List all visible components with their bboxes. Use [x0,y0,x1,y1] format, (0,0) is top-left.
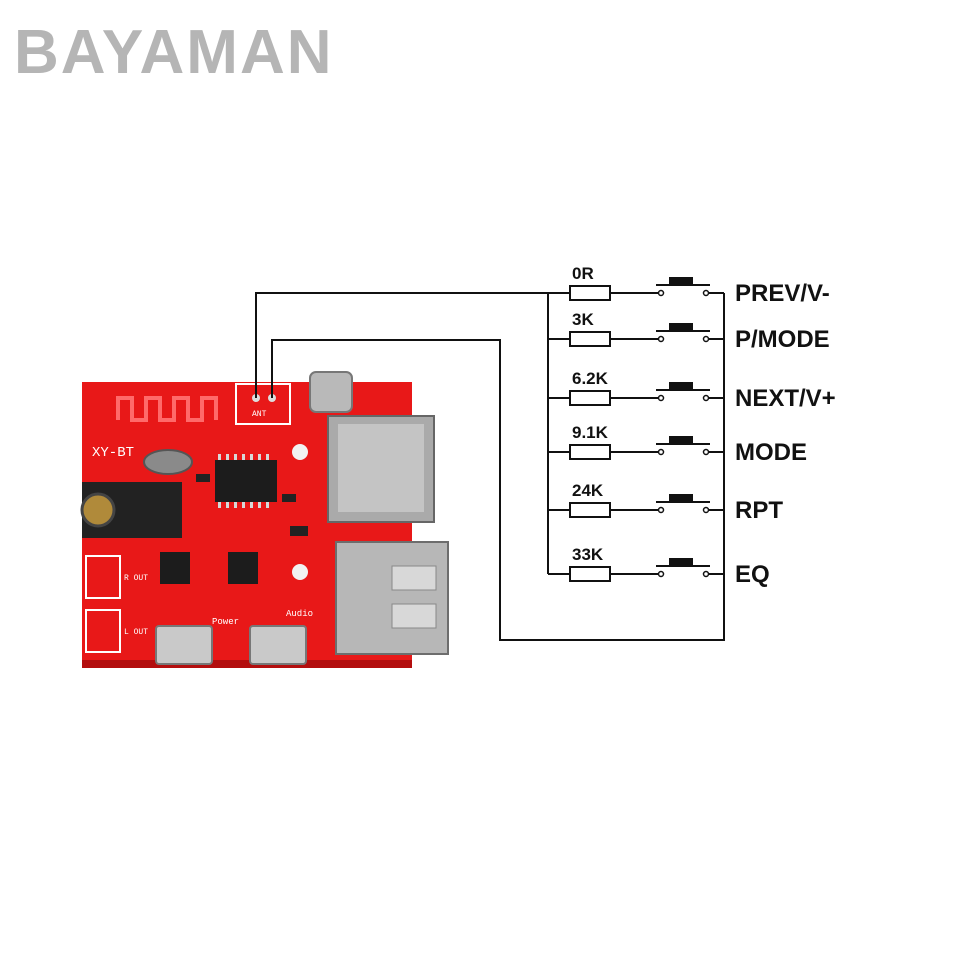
wire-antenna-pin2 [271,293,725,641]
button-function-label: P/MODE [735,326,830,353]
amp-chip-right [228,552,258,584]
row-2: 3K P/MODE [548,310,830,353]
resistor [569,331,611,347]
pcb-silk-power: Power [212,617,239,627]
led-indicator-2 [292,564,308,580]
pcb-silk-audio: Audio [286,609,313,619]
antenna-connector-pad [235,383,291,425]
resistor-value-label: 24K [572,481,604,500]
button-contact-right [702,289,710,297]
antenna-trace [116,396,218,422]
pcb-shadow-edge [82,660,412,668]
resistor-value-label: 0R [572,264,594,283]
micro-usb-power [155,625,213,665]
button-contact-left [657,394,665,402]
button-cap [669,277,693,285]
button-function-label: MODE [735,439,807,466]
button-contact-left [657,570,665,578]
button-function-label: RPT [735,497,783,524]
l-out-connector [85,609,121,653]
resistor [569,444,611,460]
resistor-value-label: 6.2K [572,369,609,388]
r-out-connector [85,555,121,599]
tf-card-slot-inner [338,424,424,512]
row-1: 0R PREV/V- [548,264,830,307]
main-ic-chip [215,460,277,502]
button-function-label: EQ [735,561,770,588]
resistor [569,285,611,301]
audio-jack-hole [80,492,116,528]
pcb-silk-ant: ANT [252,410,267,419]
usb-a-port-slot-top [391,565,437,591]
resistor-value-label: 33K [572,545,604,564]
pcb-silk-r-out: R OUT [124,574,148,583]
button-function-label: NEXT/V+ [735,385,836,412]
pcb-board: ANT XY-BT [80,371,449,668]
pcb-model-label: XY-BT [92,445,134,461]
capacitor-1 [290,526,308,536]
capacitor-3 [282,494,296,502]
micro-usb-audio [249,625,307,665]
button-contact-left [657,448,665,456]
pcb-silk-l-out: L OUT [124,628,148,637]
button-contact-left [657,335,665,343]
resistor-value-label: 9.1K [572,423,609,442]
usb-a-port [335,541,449,655]
button-contact-right [702,335,710,343]
led-indicator-1 [292,444,308,460]
button-contact-right [702,506,710,514]
shield-can [309,371,353,413]
resistor [569,566,611,582]
wire-antenna-pin1 [255,292,548,398]
button-contact-right [702,394,710,402]
main-ic-pins [218,454,269,508]
resistor-value-label: 3K [572,310,594,329]
row-5: 24K RPT [548,481,783,524]
row-6: 33K EQ [548,545,770,588]
button-contact-right [702,448,710,456]
amp-chip-left [160,552,190,584]
button-contact-left [657,289,665,297]
capacitor-2 [196,474,210,482]
row-4: 9.1K MODE [548,423,807,466]
button-cap [669,323,693,331]
button-cap [669,558,693,566]
crystal-oscillator [143,449,193,475]
resistor [569,390,611,406]
button-function-label: PREV/V- [735,280,830,307]
brand-watermark: BAYAMAN [14,18,334,87]
row-3: 6.2K NEXT/V+ [548,369,836,412]
button-contact-right [702,570,710,578]
resistor [569,502,611,518]
button-contact-left [657,506,665,514]
button-cap [669,382,693,390]
usb-a-port-slot-bottom [391,603,437,629]
resistor-button-rows: 0R PREV/V- 3K P/MODE 6.2K NEXT/V+ 9.1K MODE 24K R… [548,264,836,588]
button-cap [669,494,693,502]
button-cap [669,436,693,444]
